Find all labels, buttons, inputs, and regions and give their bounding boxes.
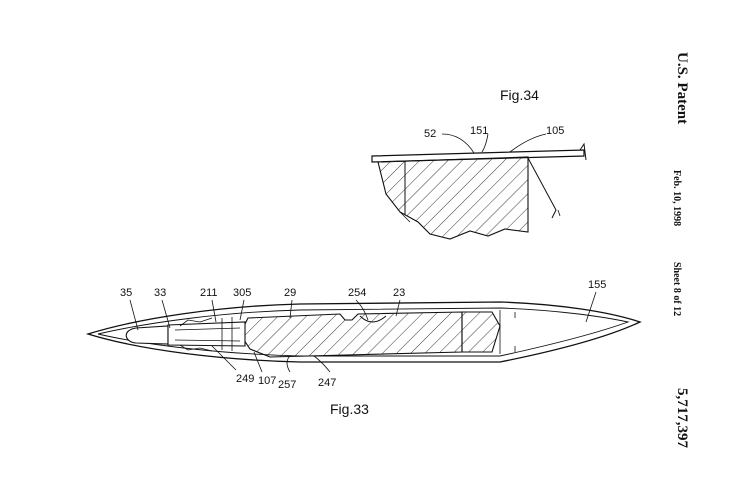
- label-247: 247: [318, 377, 336, 389]
- fig33-nose-piece: [125, 325, 169, 345]
- fig33-aft-section: [461, 311, 501, 353]
- label-29: 29: [284, 287, 296, 299]
- label-305: 305: [233, 287, 251, 299]
- fig33-groove-254: [359, 315, 387, 323]
- fig34-core-section: [377, 156, 529, 240]
- patent-header: U.S. Patent Feb. 10, 1998 Sheet 8 of 12 …: [671, 52, 690, 449]
- label-254: 254: [348, 287, 366, 299]
- label-155: 155: [588, 279, 606, 291]
- label-151: 151: [470, 125, 488, 137]
- label-33: 33: [154, 287, 166, 299]
- fig33-caption: Fig.33: [330, 401, 369, 417]
- label-211: 211: [200, 287, 218, 299]
- fig34-caption: Fig.34: [500, 87, 539, 103]
- patent-date: Feb. 10, 1998: [671, 170, 682, 226]
- fig34-skirt: [527, 157, 557, 219]
- fig34-plate-end: [579, 142, 587, 161]
- label-23: 23: [393, 287, 405, 299]
- patent-number: 5,717,397: [674, 388, 690, 449]
- label-52: 52: [424, 128, 436, 140]
- label-105: 105: [546, 125, 564, 137]
- patent-title: U.S. Patent: [674, 52, 690, 124]
- label-107: 107: [258, 375, 276, 387]
- fig34-skin-plate: [371, 149, 585, 163]
- fig33-inner-hull: [97, 307, 630, 357]
- label-249: 249: [236, 373, 254, 385]
- fig33-forward-tube: [167, 321, 246, 347]
- sheet-number: Sheet 8 of 12: [671, 262, 682, 316]
- figure-34: Fig.34 52 151 105: [371, 87, 587, 240]
- figure-33: Fig.33: [85, 279, 642, 417]
- label-257: 257: [278, 379, 296, 391]
- label-35: 35: [120, 287, 132, 299]
